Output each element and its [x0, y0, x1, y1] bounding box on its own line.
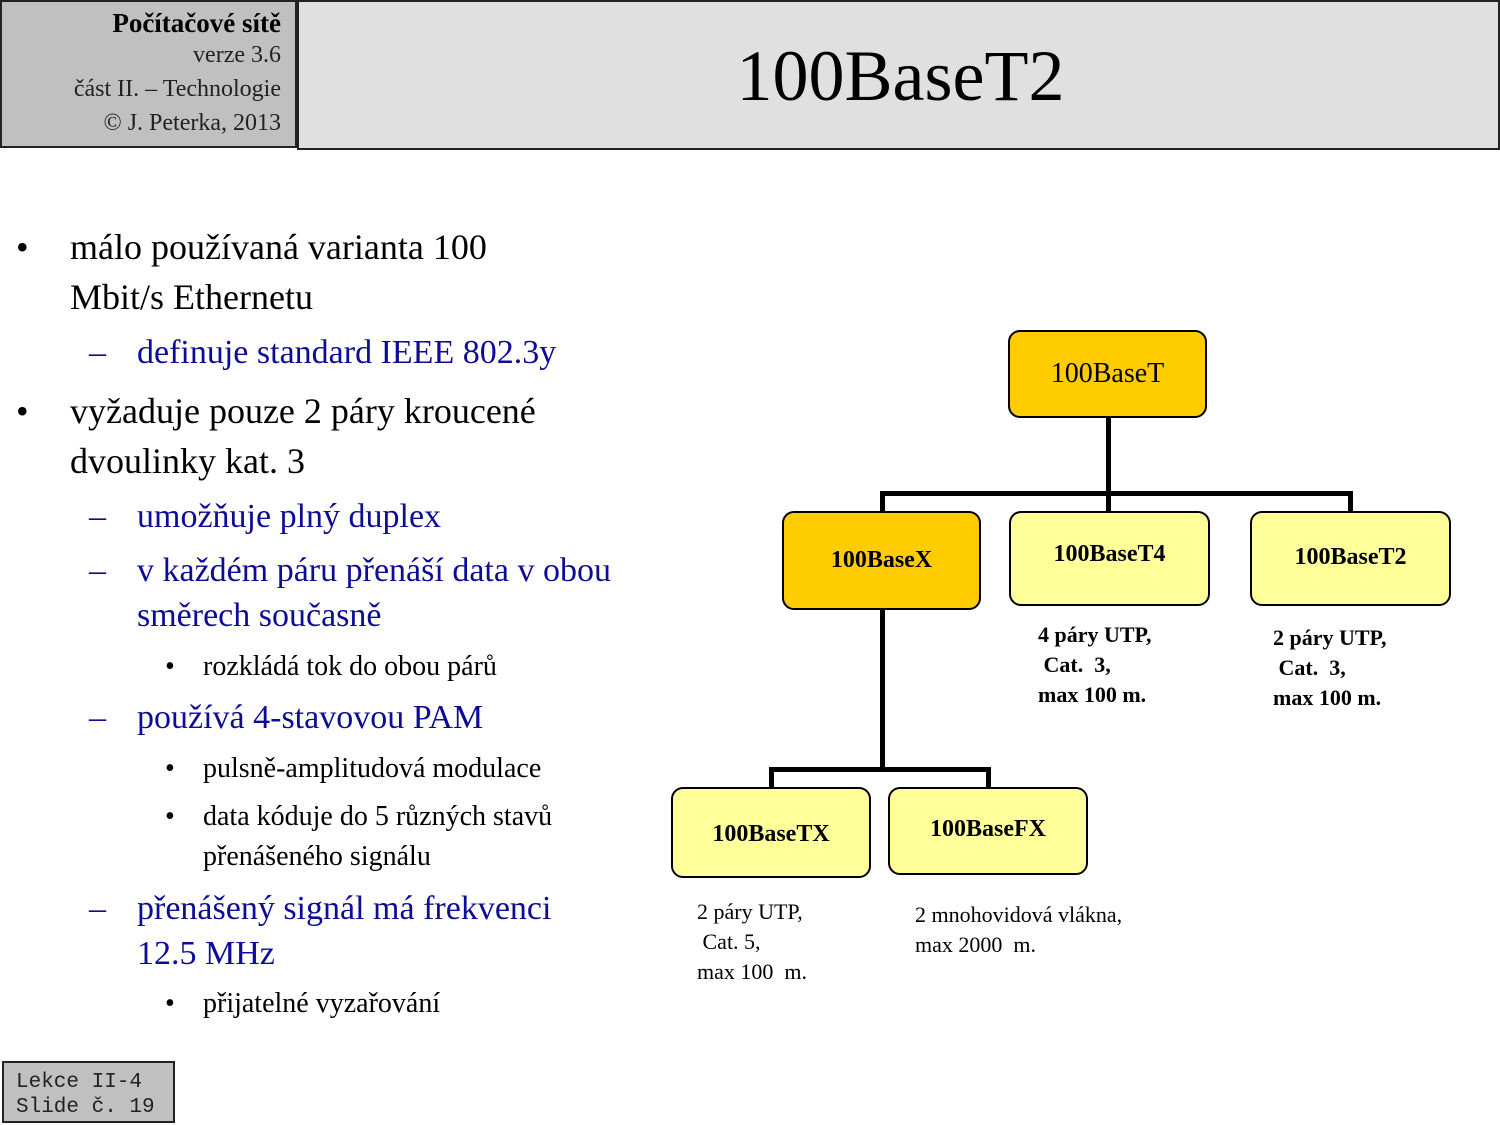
course-info-box: Počítačové sítě verze 3.6 část II. – Tec…: [0, 0, 297, 148]
sub-sub-bullet-item: • data kóduje do 5 různých stavů přenáše…: [165, 797, 553, 877]
bullet-marker: •: [165, 753, 175, 784]
node-100basetx: 100BaseTX: [671, 787, 871, 878]
sub-sub-bullet-text: data kóduje do 5 různých stavů: [203, 801, 553, 832]
bullet-item: • málo používaná varianta 100 Mbit/s Eth…: [16, 222, 487, 322]
sub-sub-bullet-item: • rozkládá tok do obou párů: [165, 647, 497, 687]
course-part: část II. – Technologie: [73, 76, 281, 102]
dash-marker: –: [89, 552, 106, 589]
sub-bullet-text: přenášený signál má frekvenci: [137, 890, 552, 927]
lesson-label: Lekce II-4: [16, 1071, 143, 1094]
sub-sub-bullet-text: přijatelné vyzařování: [203, 988, 441, 1019]
bullet-marker: •: [16, 227, 29, 267]
bullet-marker: •: [16, 391, 29, 431]
sub-bullet-text: v každém páru přenáší data v obou: [137, 552, 611, 589]
node-label: 100BaseT4: [1053, 541, 1166, 567]
sub-sub-bullet-item: • přijatelné vyzařování: [165, 984, 441, 1024]
t2-note: 2 páry UTP, Cat. 3, max 100 m.: [1273, 625, 1387, 710]
course-version: verze 3.6: [193, 42, 281, 68]
node-100baset2: 100BaseT2: [1250, 511, 1451, 606]
title-box: 100BaseT2: [297, 0, 1500, 150]
bullet-text: Mbit/s Ethernetu: [70, 277, 313, 317]
node-label: 100BaseFX: [930, 815, 1046, 842]
course-copyright: © J. Peterka, 2013: [103, 110, 281, 136]
sub-sub-bullet-text: rozkládá tok do obou párů: [203, 651, 497, 682]
connector-line: [880, 608, 885, 770]
node-label: 100BaseTX: [712, 821, 830, 847]
bullet-text: málo používaná varianta 100: [70, 227, 487, 267]
sub-bullet-text: definuje standard IEEE 802.3y: [137, 334, 557, 371]
fx-note: 2 mnohovidová vlákna, max 2000 m.: [915, 902, 1123, 957]
dash-marker: –: [89, 498, 106, 535]
sub-bullet-item: – používá 4-stavovou PAM: [89, 695, 484, 740]
node-label: 100BaseX: [830, 547, 933, 573]
dash-marker: –: [89, 334, 106, 371]
sub-sub-bullet-text: přenášeného signálu: [203, 841, 431, 872]
bullet-marker: •: [165, 801, 175, 832]
t4-note: 4 páry UTP, Cat. 3, max 100 m.: [1038, 622, 1152, 707]
dash-marker: –: [89, 890, 106, 927]
sub-sub-bullet-text: pulsně-amplitudová modulace: [203, 753, 542, 784]
sub-bullet-text: používá 4-stavovou PAM: [137, 699, 484, 736]
node-100basefx: 100BaseFX: [888, 787, 1088, 875]
bullet-marker: •: [165, 651, 175, 682]
bullet-item: • vyžaduje pouze 2 páry kroucené dvoulin…: [16, 386, 536, 486]
sub-bullet-item: – umožňuje plný duplex: [89, 494, 442, 539]
sub-bullet-text: směrech současně: [137, 597, 382, 634]
bullet-text: dvoulinky kat. 3: [70, 441, 305, 481]
slide-label: Slide č. 19: [16, 1096, 155, 1119]
node-label: 100BaseT: [1050, 358, 1165, 389]
sub-bullet-item: – přenášený signál má frekvenci 12.5 MHz: [89, 886, 552, 976]
sub-bullet-text: 12.5 MHz: [137, 935, 275, 972]
connector-line: [880, 491, 1353, 496]
node-100baset: 100BaseT: [1008, 330, 1207, 418]
node-label: 100BaseT2: [1294, 544, 1407, 570]
connector-line: [880, 491, 885, 513]
sub-bullet-text: umožňuje plný duplex: [137, 498, 442, 535]
bullet-text: vyžaduje pouze 2 páry kroucené: [70, 391, 536, 431]
slide-title: 100BaseT2: [736, 36, 1065, 116]
sub-sub-bullet-item: • pulsně-amplitudová modulace: [165, 749, 542, 789]
connector-line: [1106, 491, 1111, 513]
bullet-marker: •: [165, 988, 175, 1019]
connector-line: [769, 767, 774, 788]
node-100basex: 100BaseX: [782, 511, 981, 610]
connector-line: [1348, 491, 1353, 513]
slide-number-box: Lekce II-4 Slide č. 19: [2, 1061, 175, 1123]
tx-note: 2 páry UTP, Cat. 5, max 100 m.: [697, 899, 807, 984]
node-100baset4: 100BaseT4: [1009, 511, 1210, 606]
course-name: Počítačové sítě: [112, 8, 281, 38]
connector-line: [986, 767, 991, 788]
sub-bullet-item: – v každém páru přenáší data v obou směr…: [89, 548, 611, 638]
connector-line: [1106, 416, 1111, 494]
sub-bullet-item: – definuje standard IEEE 802.3y: [89, 330, 557, 375]
dash-marker: –: [89, 699, 106, 736]
connector-line: [769, 767, 991, 772]
